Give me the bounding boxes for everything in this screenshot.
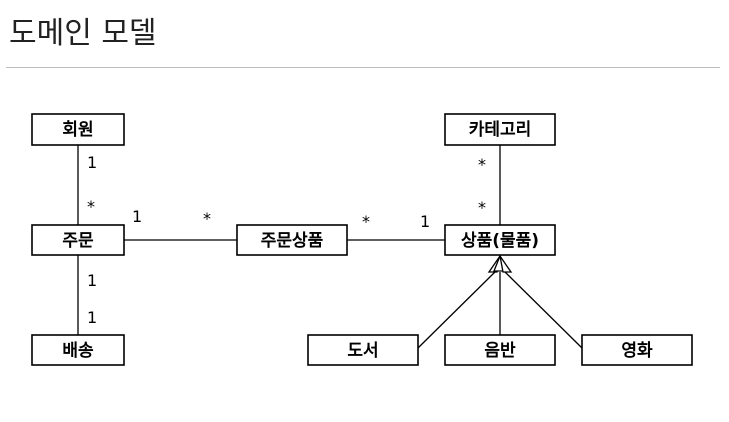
entity-album-label: 음반: [484, 341, 516, 361]
entity-book-label: 도서: [347, 341, 378, 361]
multiplicity-category-side: *: [478, 155, 486, 174]
entity-category: 카테고리: [444, 113, 556, 146]
entity-member-label: 회원: [62, 120, 93, 140]
entity-order-item: 주문상품: [236, 224, 348, 256]
entity-category-label: 카테고리: [469, 120, 532, 140]
multiplicity-orderitem-order-side: 1: [132, 207, 142, 226]
multiplicity-orderitem-side: *: [203, 209, 211, 228]
entity-order-item-label: 주문상품: [261, 231, 324, 251]
multiplicity-item-orderitem-side: *: [362, 212, 370, 231]
multiplicity-item-item-side: 1: [420, 212, 430, 231]
entity-item: 상품(물품): [444, 224, 556, 256]
movie-inherit-line: [503, 270, 583, 349]
multiplicity-member-order-side: *: [87, 197, 95, 216]
title-divider: [6, 67, 720, 68]
multiplicity-delivery-order-side: 1: [87, 271, 97, 290]
entity-order-label: 주문: [62, 231, 94, 251]
entity-member: 회원: [31, 113, 125, 146]
book-inherit-line: [417, 270, 497, 349]
entity-delivery-label: 배송: [62, 341, 94, 361]
entity-book: 도서: [307, 334, 419, 366]
entity-delivery: 배송: [31, 334, 125, 366]
entity-order: 주문: [31, 224, 125, 256]
multiplicity-delivery-side: 1: [87, 308, 97, 327]
multiplicity-category-item-side: *: [478, 198, 486, 217]
movie-generalization-arrow: [499, 255, 513, 273]
entity-album: 음반: [444, 334, 556, 366]
entity-movie-label: 영화: [621, 341, 653, 361]
entity-movie: 영화: [581, 334, 693, 366]
entity-item-label: 상품(물품): [461, 231, 539, 251]
page-title: 도메인 모델: [9, 16, 157, 51]
multiplicity-member-side: 1: [87, 153, 97, 172]
